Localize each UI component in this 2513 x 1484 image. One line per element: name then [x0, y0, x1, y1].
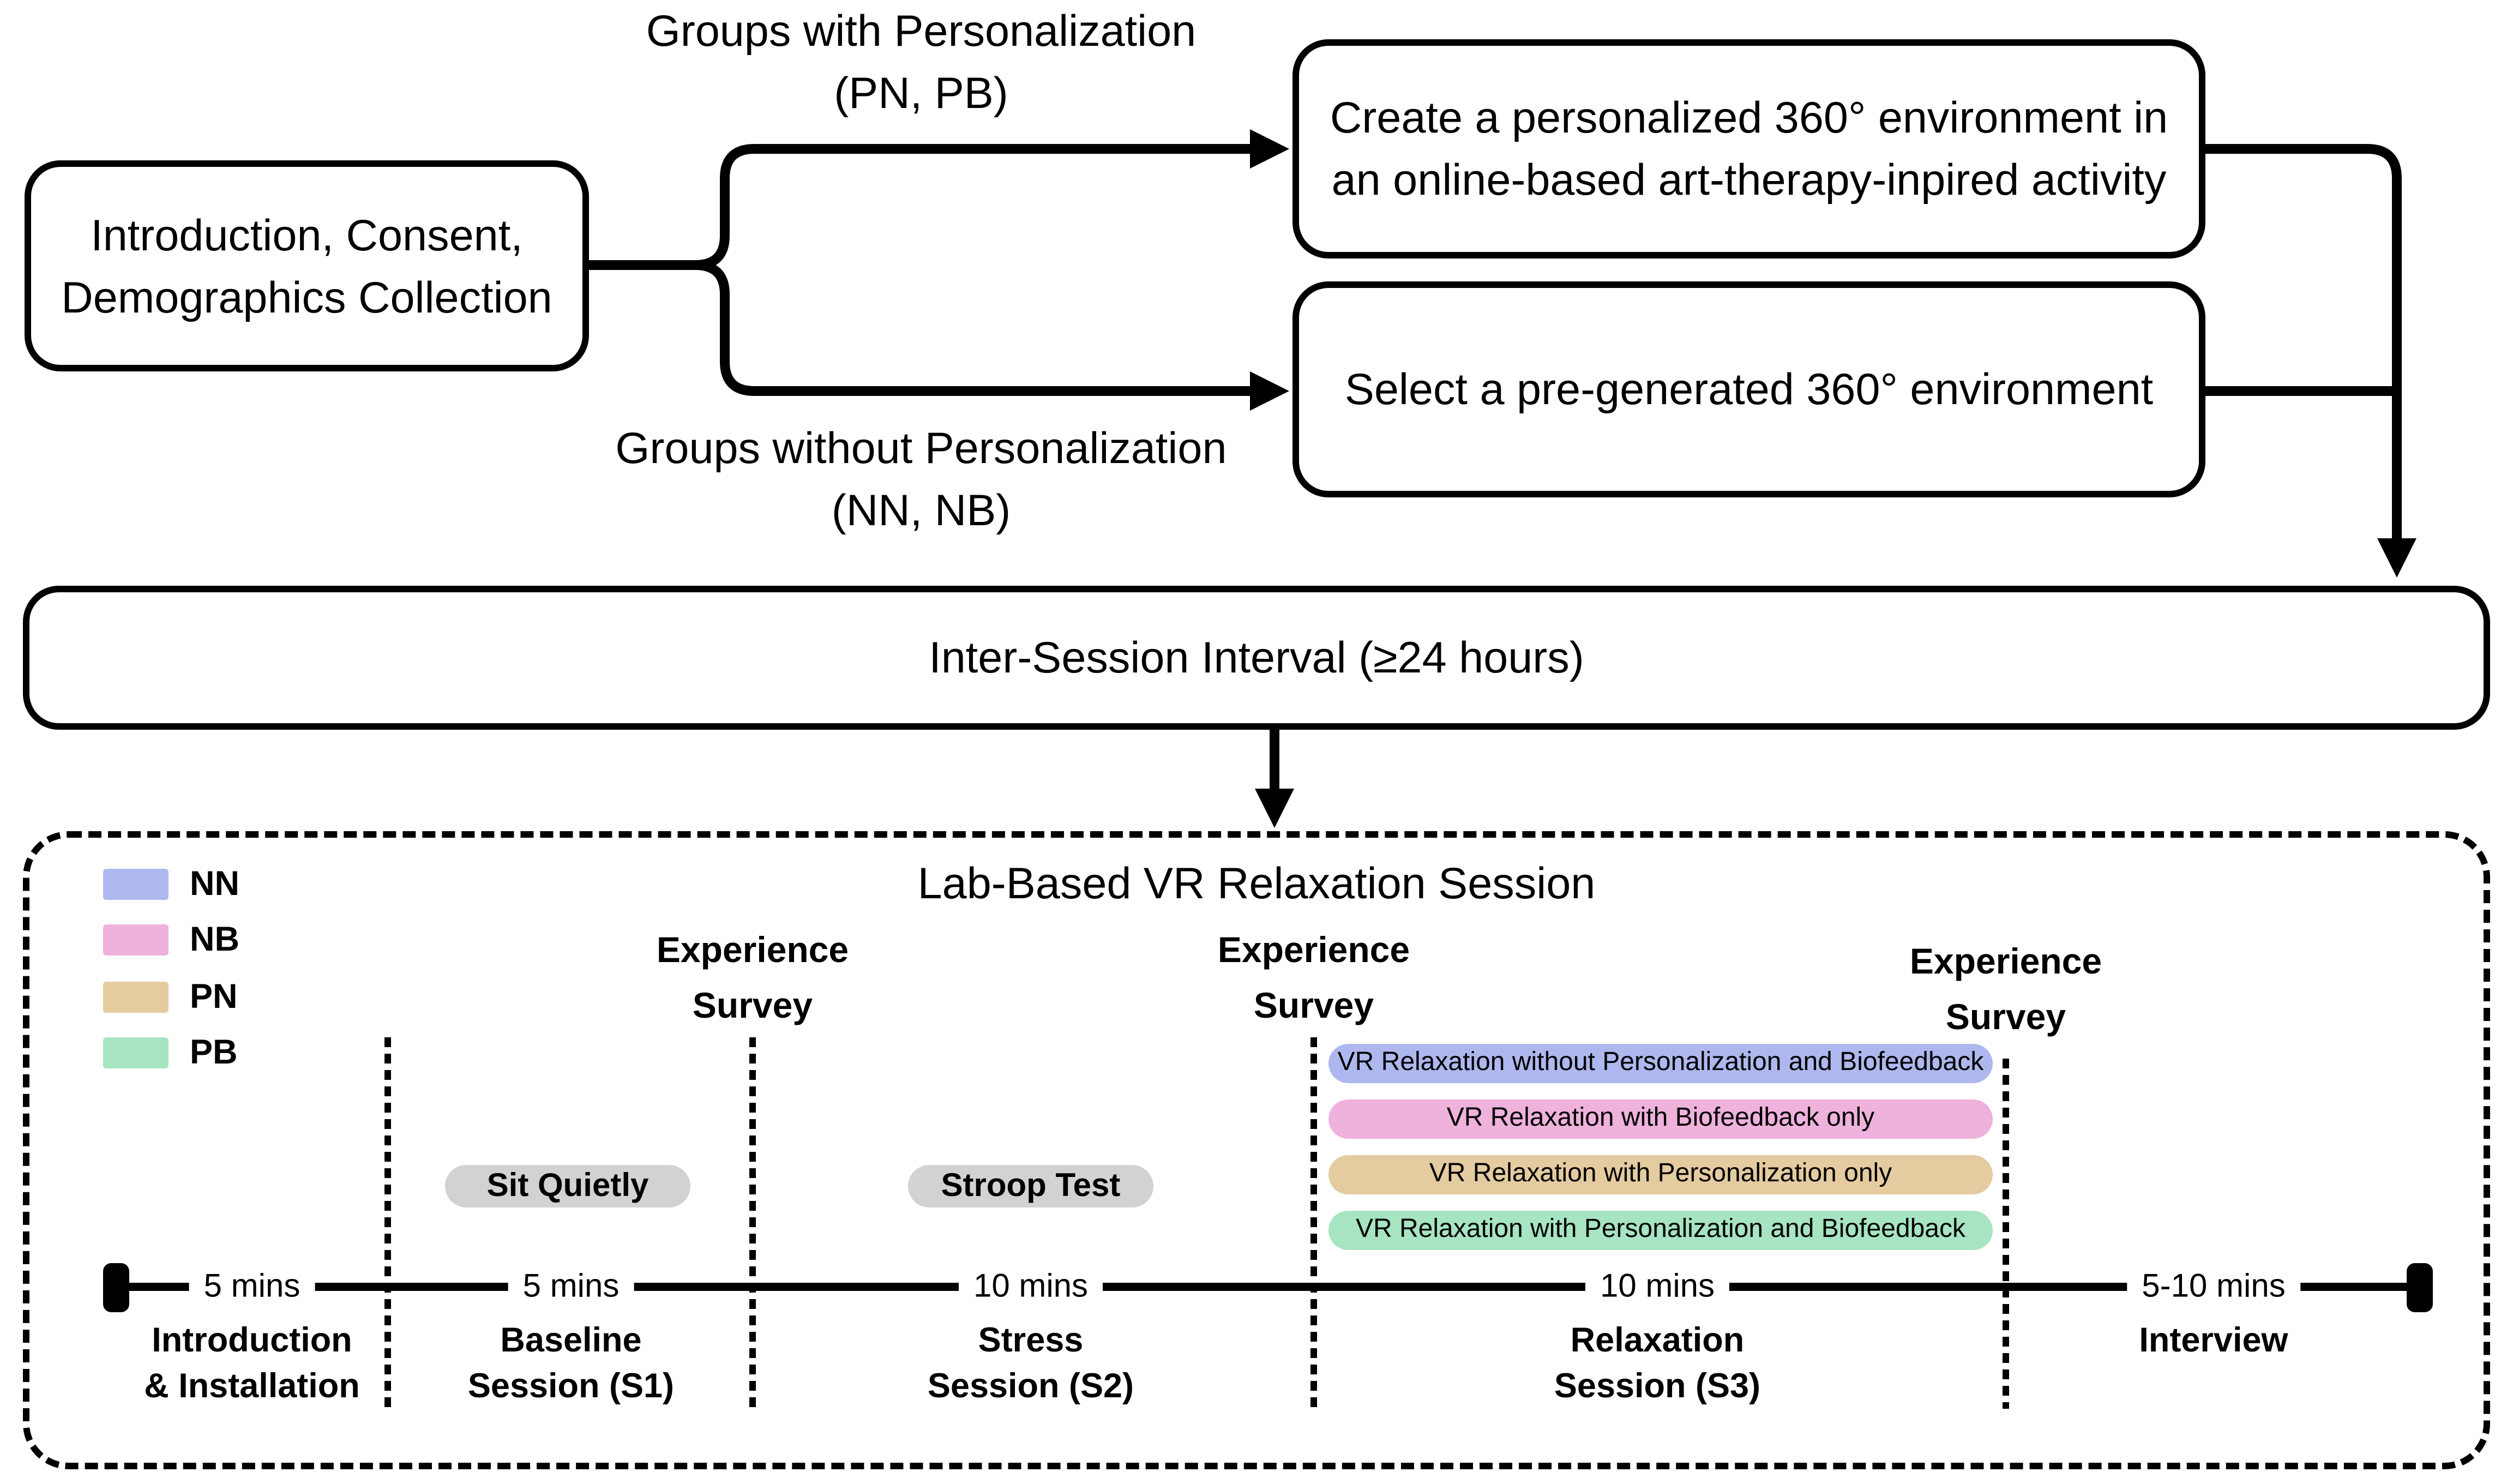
create-environment-line2: an online-based art-therapy-inpired acti…	[1331, 155, 2167, 205]
stage-introduction-line2: & Installation	[144, 1368, 360, 1405]
group-without-personalization-line1: Groups without Personalization	[615, 424, 1227, 473]
select-environment-box: Select a pre-generated 360° environment	[1292, 281, 2205, 497]
inter-session-interval-text: Inter-Session Interval (≥24 hours)	[929, 633, 1584, 682]
condition-pill-nn: VR Relaxation without Personalization an…	[1328, 1044, 1993, 1083]
stage-relaxation-line2: Session (S3)	[1554, 1368, 1761, 1405]
intro-consent-line2: Demographics Collection	[61, 272, 552, 322]
stage-stress-line2: Session (S2)	[927, 1368, 1134, 1405]
timeline-start-cap	[103, 1263, 129, 1312]
condition-pill-pb: VR Relaxation with Personalization and B…	[1328, 1211, 1993, 1250]
legend-label-nb: NB	[190, 920, 240, 958]
legend-swatch-nn	[103, 869, 169, 900]
experience-survey-1-line1: Experience	[656, 929, 849, 970]
legend-swatch-nb	[103, 924, 169, 956]
connector-to-create-box	[589, 144, 1253, 270]
legend-item-pb: PB	[103, 1034, 238, 1071]
group-with-personalization-line2: (PN, PB)	[834, 69, 1008, 118]
experience-survey-2-line2: Survey	[1253, 985, 1374, 1026]
create-environment-box: Create a personalized 360° environment i…	[1292, 39, 2205, 259]
legend-item-pn: PN	[103, 978, 238, 1016]
arrowhead-create	[1250, 129, 1289, 169]
group-with-personalization-label: Groups with Personalization (PN, PB)	[594, 0, 1248, 124]
connector-create-to-interval	[2205, 144, 2402, 542]
arrowhead-session	[1255, 789, 1294, 828]
legend-item-nn: NN	[103, 865, 239, 903]
create-environment-line1: Create a personalized 360° environment i…	[1330, 93, 2168, 142]
duration-baseline: 5 mins	[508, 1269, 634, 1307]
legend-label-pb: PB	[190, 1033, 238, 1071]
stage-introduction-line1: Introduction	[152, 1322, 352, 1360]
stage-baseline-line2: Session (S1)	[467, 1368, 675, 1405]
select-environment-line1: Select a pre-generated 360° environment	[1344, 365, 2154, 414]
stage-divider-3	[1310, 1037, 1317, 1409]
intro-consent-box: Introduction, Consent, Demographics Coll…	[25, 160, 589, 371]
experience-survey-3-line2: Survey	[1945, 996, 2066, 1037]
lab-session-title: Lab-Based VR Relaxation Session	[917, 859, 1596, 908]
timeline-line	[116, 1283, 2421, 1291]
group-without-personalization-label: Groups without Personalization (NN, NB)	[594, 417, 1248, 542]
experience-survey-label-3: Experience Survey	[1809, 934, 2202, 1046]
stage-label-introduction: Introduction & Installation	[56, 1319, 448, 1410]
connector-to-select-box	[589, 260, 1253, 396]
experience-survey-1-line2: Survey	[692, 985, 813, 1026]
inter-session-interval-box: Inter-Session Interval (≥24 hours)	[23, 586, 2490, 730]
stage-relaxation-line1: Relaxation	[1570, 1322, 1745, 1360]
arrowhead-select	[1250, 371, 1289, 411]
duration-relaxation: 10 mins	[1585, 1269, 1730, 1307]
legend-label-nn: NN	[190, 864, 240, 903]
stage-stress-line1: Stress	[978, 1322, 1084, 1360]
legend-label-pn: PN	[190, 977, 238, 1016]
stage-interview-line1: Interview	[2139, 1322, 2288, 1360]
timeline-end-cap	[2407, 1263, 2433, 1312]
group-with-personalization-line1: Groups with Personalization	[646, 7, 1197, 56]
duration-intro: 5 mins	[189, 1269, 315, 1307]
legend-swatch-pb	[103, 1037, 169, 1068]
stage-label-stress: Stress Session (S2)	[834, 1319, 1227, 1410]
stage-label-relaxation: Relaxation Session (S3)	[1461, 1319, 1854, 1410]
intro-consent-line1: Introduction, Consent,	[91, 210, 523, 260]
stage-label-interview: Interview	[2017, 1319, 2410, 1365]
arrowhead-interval	[2377, 538, 2416, 578]
experience-survey-2-line1: Experience	[1217, 929, 1410, 970]
lab-session-container	[23, 831, 2490, 1469]
legend-item-nb: NB	[103, 921, 239, 958]
stage-baseline-line1: Baseline	[500, 1322, 642, 1360]
experience-survey-label-2: Experience Survey	[1117, 923, 1510, 1034]
stage-divider-1	[384, 1037, 391, 1409]
experience-survey-3-line1: Experience	[1909, 941, 2102, 982]
stage-divider-2	[749, 1037, 756, 1409]
stage-divider-4	[2003, 1059, 2009, 1409]
sit-quietly-pill: Sit Quietly	[445, 1165, 690, 1207]
group-without-personalization-line2: (NN, NB)	[831, 486, 1011, 535]
duration-stress: 10 mins	[958, 1269, 1103, 1307]
experience-survey-label-1: Experience Survey	[556, 923, 949, 1034]
stage-label-baseline: Baseline Session (S1)	[375, 1319, 767, 1410]
condition-pill-nb: VR Relaxation with Biofeedback only	[1328, 1100, 1993, 1139]
duration-interview: 5-10 mins	[2127, 1269, 2300, 1307]
legend-swatch-pn	[103, 982, 169, 1013]
stroop-test-pill: Stroop Test	[908, 1165, 1153, 1207]
condition-pill-pn: VR Relaxation with Personalization only	[1328, 1155, 1993, 1194]
